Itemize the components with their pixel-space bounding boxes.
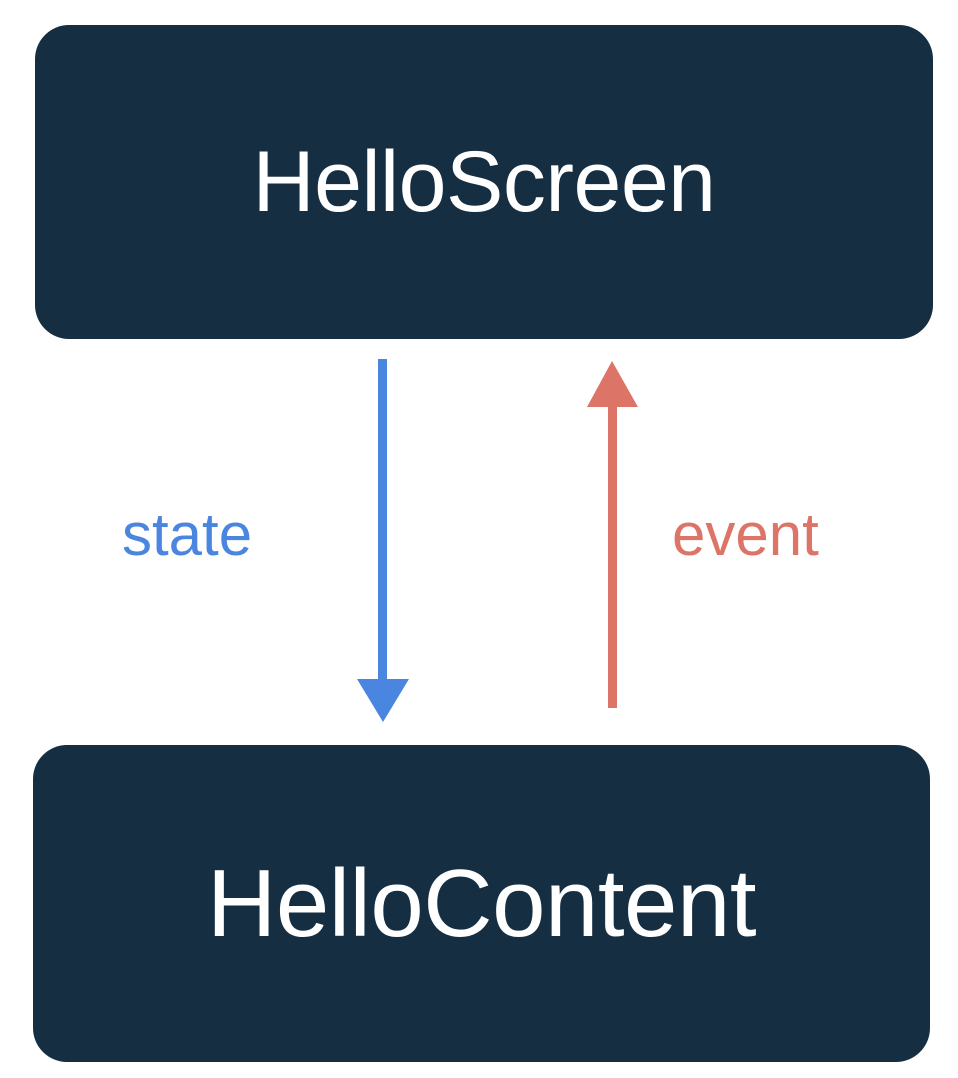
node-hello-content-label: HelloContent [207,849,757,957]
state-arrow [357,359,409,722]
state-arrow-shaft [378,359,387,681]
event-arrow-head-icon [587,361,638,407]
edge-label-state: state [122,501,253,568]
node-hello-screen-label: HelloScreen [252,134,716,230]
node-hello-screen[interactable]: HelloScreen [35,25,933,339]
event-arrow-shaft [608,403,617,708]
edge-label-event: event [672,501,819,568]
event-arrow [587,361,638,708]
node-hello-content[interactable]: HelloContent [33,745,930,1062]
state-arrow-head-icon [357,679,409,722]
